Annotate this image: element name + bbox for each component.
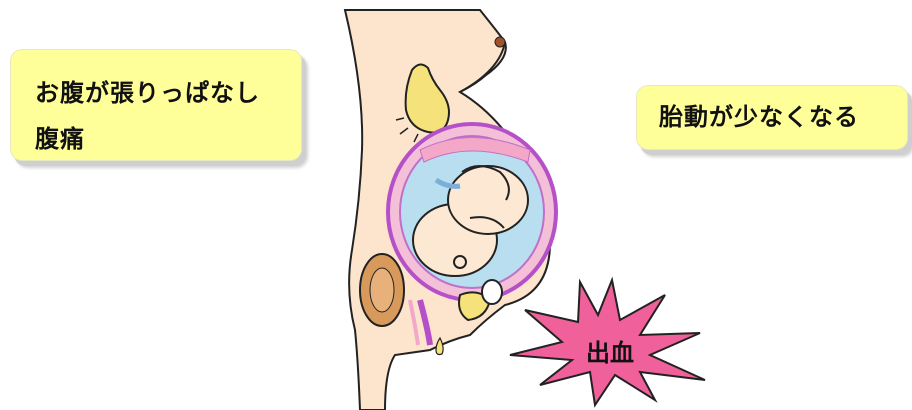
intestine-inner: [370, 268, 394, 312]
callout-text-pain: 腹痛: [35, 116, 301, 162]
callout-text-tension: お腹が張りっぱなし: [35, 70, 301, 116]
callout-fetal-movement: 胎動が少なくなる: [636, 85, 908, 150]
pubic-bone: [482, 280, 502, 304]
callout-abdominal-tension: お腹が張りっぱなし 腹痛: [10, 49, 302, 161]
bleeding-label: 出血: [570, 333, 650, 368]
callout-text-fetal-movement: 胎動が少なくなる: [659, 100, 907, 134]
nipple: [495, 37, 505, 47]
